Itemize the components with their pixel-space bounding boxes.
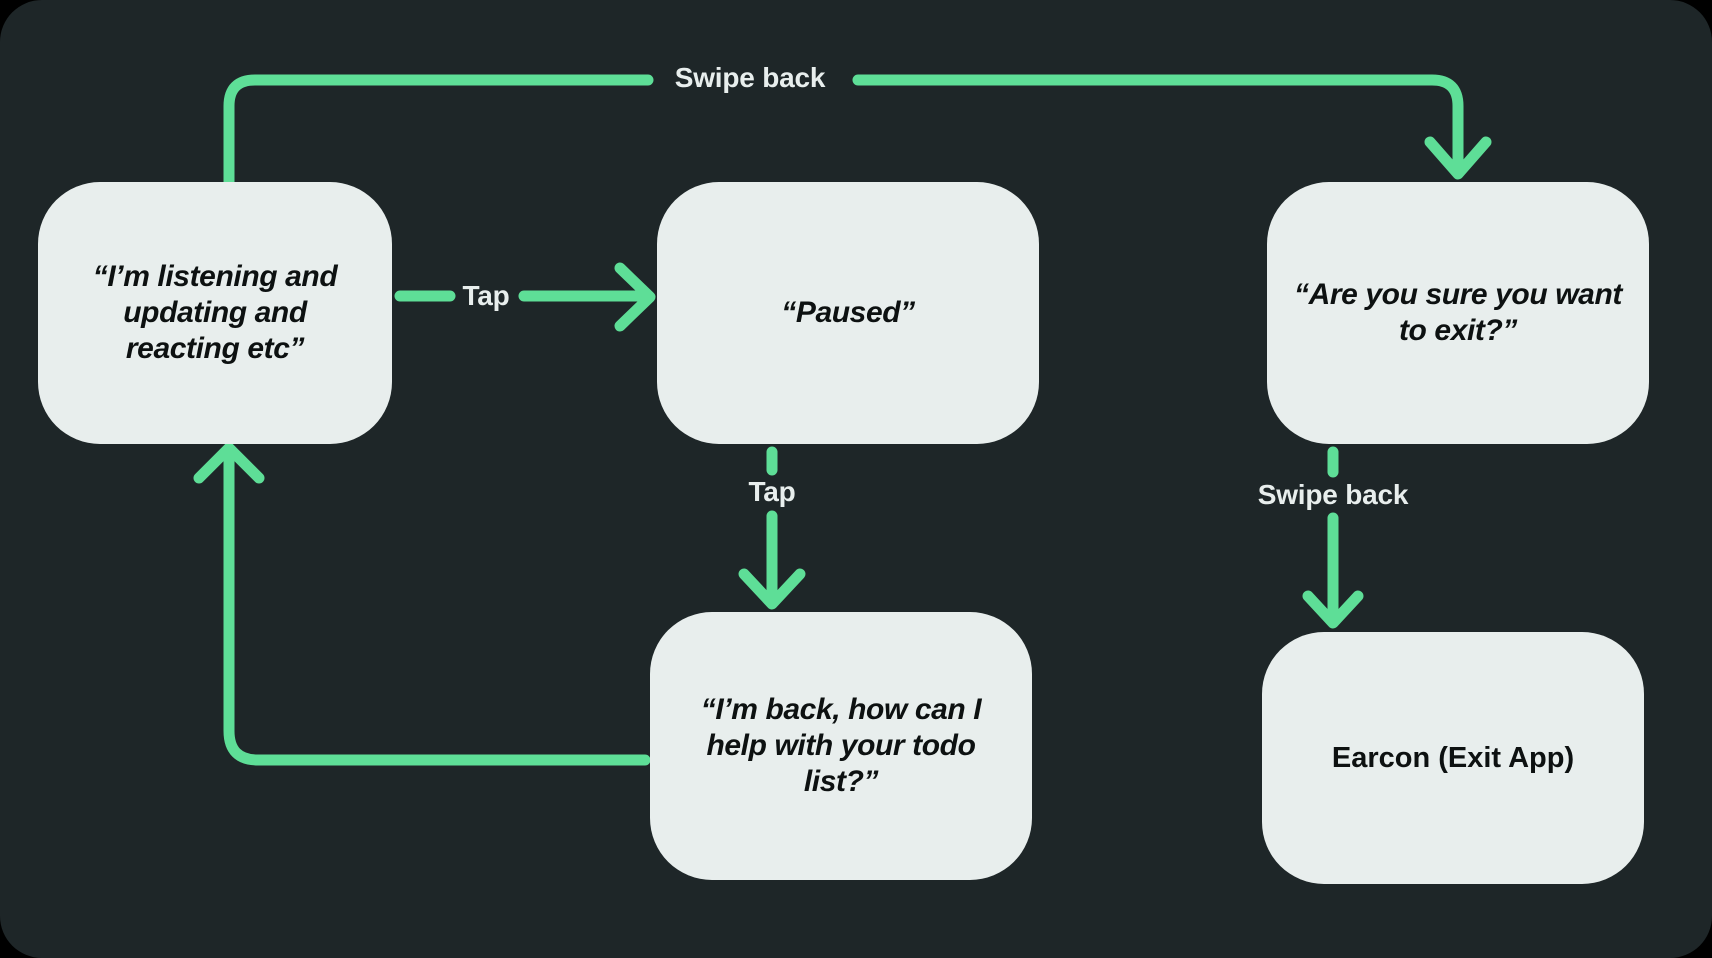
edge-listening-to-paused [394, 262, 656, 332]
node-paused[interactable]: “Paused” [657, 182, 1039, 444]
node-exit-confirm-label: “Are you sure you want to exit?” [1294, 278, 1622, 347]
edge-listening-to-exit [223, 74, 1492, 188]
edge-back-to-listening [193, 442, 651, 766]
node-earcon[interactable]: Earcon (Exit App) [1262, 632, 1644, 884]
edge-exit-to-earcon [1302, 446, 1364, 629]
edge-paused-to-back [738, 446, 806, 610]
edge-label-swipe-back-right: Swipe back [1257, 479, 1409, 510]
node-back[interactable]: “I’m back, how can I help with your todo… [650, 612, 1032, 880]
node-listening-label: “I’m listening and updating and reacting… [92, 260, 338, 365]
node-listening[interactable]: “I’m listening and updating and reacting… [38, 182, 392, 444]
node-paused-label: “Paused” [781, 296, 915, 329]
edge-label-tap-vertical: Tap [748, 476, 796, 507]
node-earcon-label: Earcon (Exit App) [1331, 741, 1575, 774]
node-back-label: “I’m back, how can I help with your todo… [700, 693, 982, 798]
edge-label-swipe-back-top: Swipe back [674, 62, 826, 93]
edge-label-tap-horizontal: Tap [462, 280, 510, 311]
node-exit-confirm[interactable]: “Are you sure you want to exit?” [1267, 182, 1649, 444]
